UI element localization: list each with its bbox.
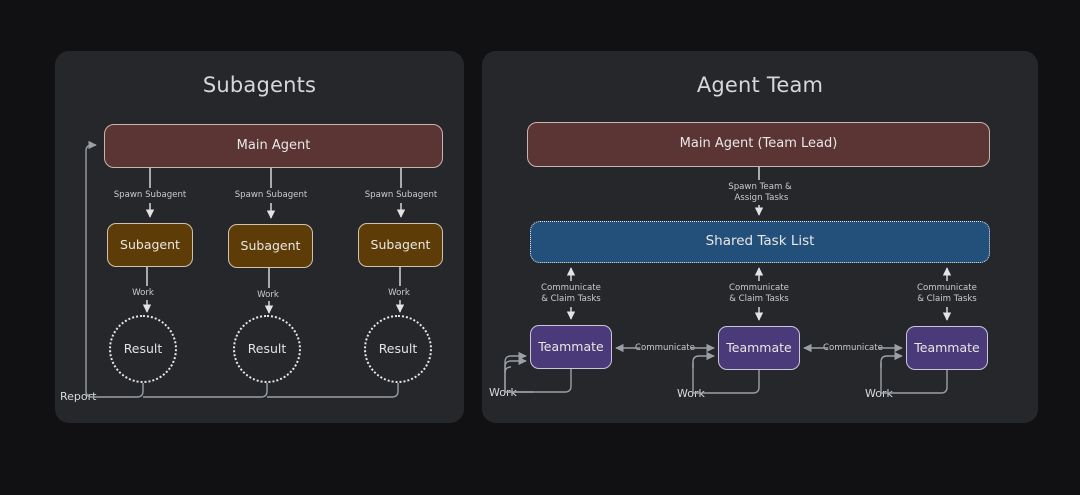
edge-label-claim-1: Communicate & Claim Tasks (541, 283, 601, 305)
node-teammate-3[interactable]: Teammate (906, 326, 988, 370)
node-main-agent-left[interactable]: Main Agent (104, 124, 443, 168)
node-subagent-2[interactable]: Subagent (228, 224, 313, 268)
edge-label-work-team-1: Work (489, 386, 517, 399)
edge-label-work-team-3: Work (865, 387, 893, 400)
edge-label-spawn-2: Spawn Subagent (234, 190, 308, 200)
node-result-1: Result (109, 315, 177, 383)
edge-label-work-1: Work (132, 288, 154, 298)
edge-label-spawn-team: Spawn Team & Assign Tasks (728, 182, 792, 204)
panel-title-agent-team: Agent Team (696, 73, 824, 97)
edge-label-work-team-2: Work (677, 387, 705, 400)
edge-label-report: Report (60, 390, 97, 403)
node-shared-task-list[interactable]: Shared Task List (530, 221, 990, 263)
node-teammate-2[interactable]: Teammate (718, 326, 800, 370)
edge-label-claim-2: Communicate & Claim Tasks (729, 283, 789, 305)
node-teammate-1[interactable]: Teammate (530, 325, 612, 369)
node-subagent-3[interactable]: Subagent (358, 223, 443, 267)
edge-label-communicate-2: Communicate (823, 343, 883, 353)
edge-label-work-2: Work (257, 290, 279, 300)
node-result-2: Result (233, 315, 301, 383)
node-subagent-1[interactable]: Subagent (107, 223, 193, 267)
node-result-3: Result (364, 315, 432, 383)
panel-title-subagents: Subagents (202, 73, 317, 97)
edge-label-claim-3: Communicate & Claim Tasks (917, 283, 977, 305)
node-main-agent-team-lead[interactable]: Main Agent (Team Lead) (527, 122, 990, 167)
edge-label-spawn-1: Spawn Subagent (113, 190, 187, 200)
edge-label-communicate-1: Communicate (635, 343, 695, 353)
edge-label-spawn-3: Spawn Subagent (364, 190, 438, 200)
edge-label-work-3: Work (388, 288, 410, 298)
